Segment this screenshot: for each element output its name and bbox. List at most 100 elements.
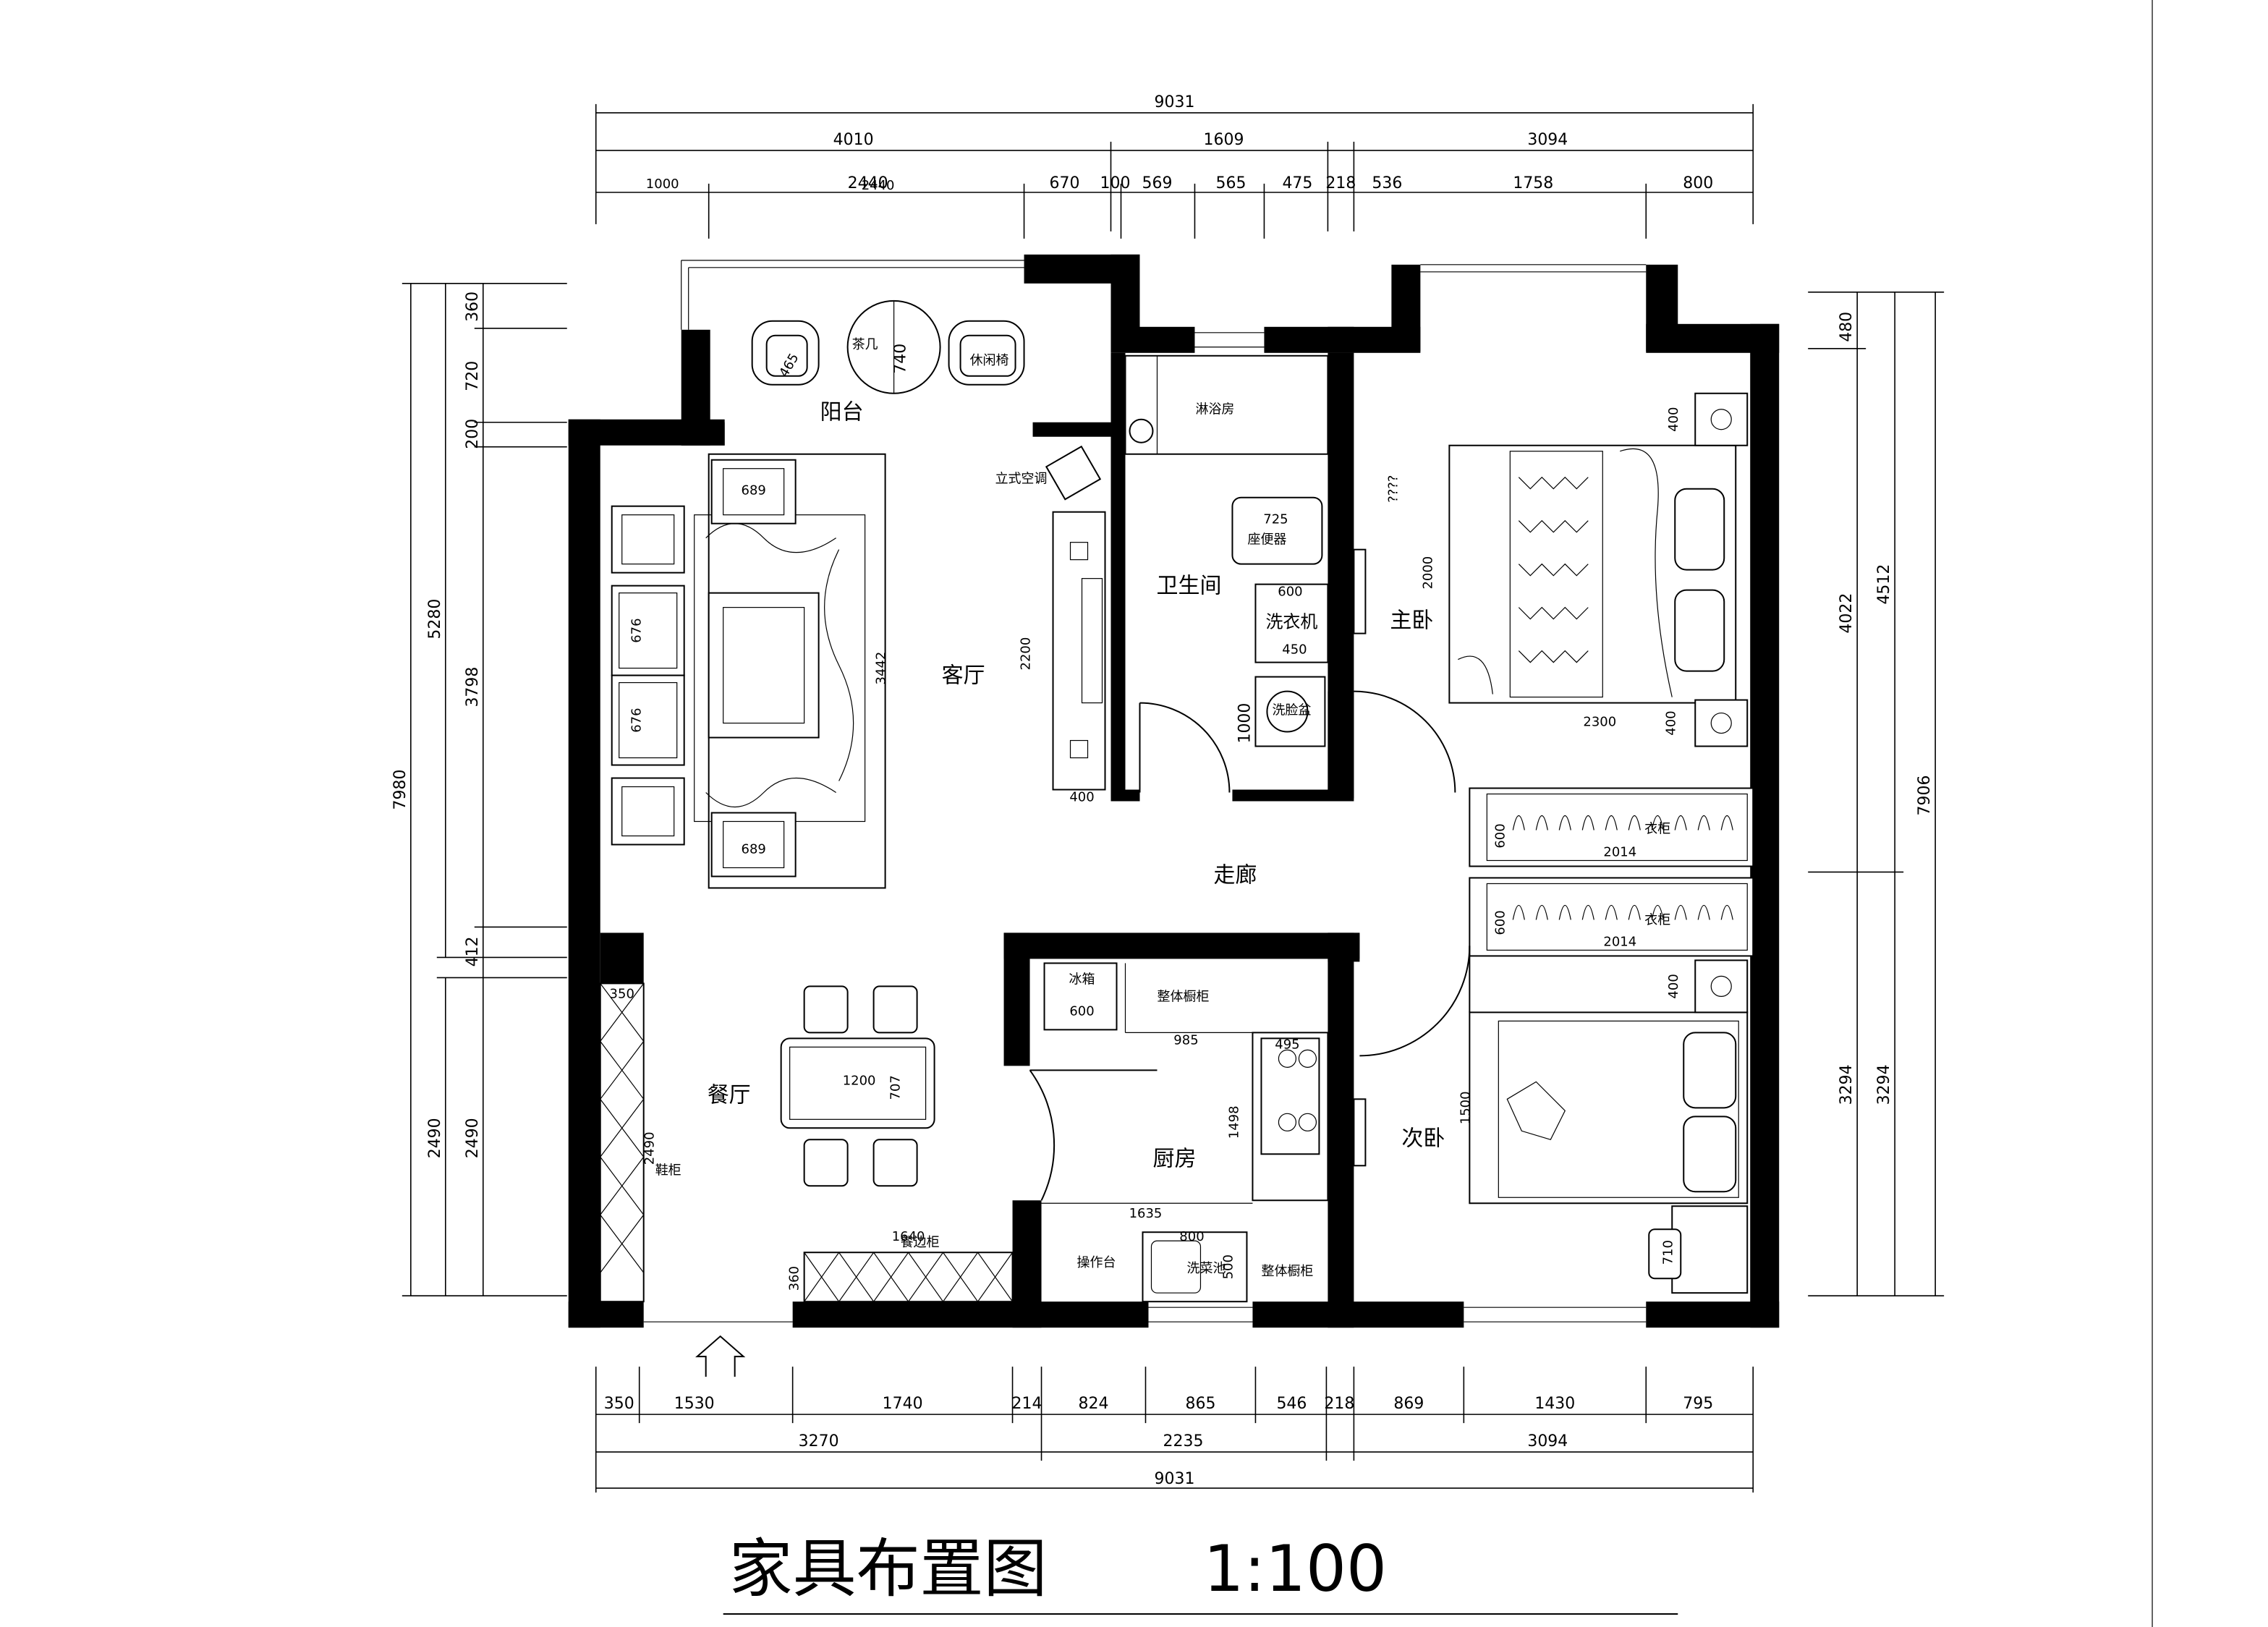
top-dim-218: 218 — [1325, 174, 1356, 192]
top-dim-475: 475 — [1282, 174, 1312, 192]
top-dim-100: 100 — [1100, 174, 1131, 192]
left-dim-360: 360 — [464, 292, 482, 322]
room-kitchen: 厨房 — [1153, 1146, 1197, 1171]
kitchen-1498-dim: 1498 — [1226, 1105, 1241, 1139]
room-dining: 餐厅 — [708, 1082, 751, 1108]
bottom-dim-2235: 2235 — [1163, 1432, 1204, 1450]
tea-table-label: 茶几 — [852, 337, 878, 352]
left-dim-3798: 3798 — [464, 667, 482, 708]
wardrobe2-len-dim: 2014 — [1603, 934, 1636, 949]
bottom-dimensions: 350 1530 1740 214 824 865 546 218 869 14… — [595, 1367, 1754, 1493]
top-dim-569: 569 — [1142, 174, 1173, 192]
tv-wall-dim: 2200 — [1019, 637, 1034, 671]
bottom-dim-824: 824 — [1079, 1395, 1109, 1413]
right-dim-480: 480 — [1838, 312, 1856, 342]
cabinet-top-label: 整体橱柜 — [1157, 989, 1209, 1004]
wardrobes: 600 衣柜 2014 600 衣柜 2014 — [1469, 787, 1754, 957]
washer-d-dim: 450 — [1282, 642, 1307, 658]
wardrobe1-len-dim: 2014 — [1603, 844, 1636, 859]
bathroom-fixtures: 淋浴房 725 座便器 600 洗衣机 450 洗脸盆 1000 — [1124, 354, 1329, 793]
bottom-dim-869: 869 — [1393, 1395, 1424, 1413]
left-dim-412: 412 — [464, 936, 482, 967]
right-total-dim: 7906 — [1916, 776, 1934, 816]
bottom-dim-3094: 3094 — [1527, 1432, 1568, 1450]
bottom-dim-214: 214 — [1012, 1395, 1042, 1413]
tea-table-dim: 740 — [892, 344, 910, 374]
basin-dim: 1000 — [1236, 703, 1254, 744]
top-dim-2440a: 2440 — [848, 174, 888, 192]
worktop-label: 操作台 — [1077, 1255, 1116, 1270]
top-dim-565: 565 — [1215, 174, 1246, 192]
master-bedroom-furniture: 400 400 2000 2300 ???? — [1353, 392, 1749, 793]
wardrobe1-depth-dim: 600 — [1492, 823, 1508, 848]
kitchen-fixtures: 冰箱 600 整体橱柜 985 495 1498 1635 800 洗菜池 50… — [1029, 962, 1329, 1303]
bottom-dim-218: 218 — [1324, 1395, 1354, 1413]
top-dim-800: 800 — [1683, 174, 1713, 192]
master-bed-w-dim: 2300 — [1583, 715, 1616, 730]
room-living: 客厅 — [942, 663, 985, 689]
second-bedroom-furniture: 400 1500 710 — [1353, 946, 1749, 1294]
master-unknown-label: ???? — [1385, 475, 1401, 503]
kitchen-985-dim: 985 — [1173, 1032, 1198, 1048]
side-cabinet-label: 餐边柜 — [901, 1235, 940, 1250]
dining-table-w-dim: 707 — [888, 1075, 904, 1100]
sofa-side1-dim: 676 — [629, 618, 645, 642]
left-dim-2490-outer: 2490 — [426, 1118, 444, 1158]
top-dim-2440b: 2440 — [862, 178, 895, 193]
sink-500-dim: 500 — [1220, 1254, 1236, 1279]
master-nightstand2-dim: 400 — [1663, 710, 1678, 735]
top-total-dim: 9031 — [1155, 93, 1195, 111]
living-room-furniture: 689 689 676 676 3442 立式空调 2200 400 — [611, 445, 1106, 889]
fridge-dim: 600 — [1069, 1003, 1094, 1019]
fridge-label: 冰箱 — [1069, 972, 1095, 987]
floor-ac-label: 立式空调 — [995, 472, 1048, 487]
left-dim-720: 720 — [464, 361, 482, 391]
right-dimensions: 480 4022 3294 4512 3294 7906 — [1808, 292, 1945, 1297]
second-nightstand-dim: 400 — [1666, 974, 1681, 998]
master-nightstand1-dim: 400 — [1666, 407, 1681, 432]
drawing-title: 家具布置图 — [729, 1532, 1048, 1606]
desk-dim: 710 — [1660, 1240, 1675, 1265]
room-labels: 阳台 客厅 卫生间 主卧 走廊 餐厅 厨房 次卧 — [708, 400, 1445, 1172]
sink-label: 洗菜池 — [1186, 1261, 1226, 1276]
tv-gap-dim: 400 — [1069, 790, 1094, 805]
left-dim-2490-inner: 2490 — [464, 1118, 482, 1158]
second-bed-len-dim: 1500 — [1458, 1091, 1473, 1124]
right-dim-4512: 4512 — [1875, 564, 1893, 605]
bottom-dim-1530: 1530 — [674, 1395, 715, 1413]
room-corridor: 走廊 — [1213, 862, 1257, 888]
top-dim-536: 536 — [1372, 174, 1402, 192]
bottom-dim-795: 795 — [1683, 1395, 1713, 1413]
sofa-side2-dim: 676 — [629, 708, 645, 732]
dining-furniture: 350 2490 鞋柜 1200 707 1640 餐边柜 360 — [599, 982, 1014, 1303]
wardrobe2-label: 衣柜 — [1644, 912, 1670, 927]
right-dim-3294-inner: 3294 — [1838, 1064, 1856, 1105]
top-dim-1609: 1609 — [1203, 131, 1244, 149]
rug-dim: 3442 — [874, 652, 889, 685]
basin-label: 洗脸盆 — [1272, 703, 1311, 718]
room-bathroom: 卫生间 — [1157, 574, 1222, 599]
left-dimensions: 7980 5280 2490 360 720 200 3798 412 2490 — [391, 283, 567, 1297]
balcony-furniture: 465 茶几 740 休闲椅 — [751, 300, 1025, 394]
dining-table-len-dim: 1200 — [843, 1073, 876, 1088]
washer-label: 洗衣机 — [1265, 612, 1317, 632]
top-dim-1758: 1758 — [1513, 174, 1553, 192]
top-dim-670: 670 — [1050, 174, 1080, 192]
room-master: 主卧 — [1390, 608, 1433, 634]
left-dim-200: 200 — [464, 419, 482, 449]
left-dim-5280: 5280 — [426, 599, 444, 640]
windows — [643, 260, 1647, 1322]
left-total-dim: 7980 — [391, 770, 409, 810]
toilet-label: 座便器 — [1247, 532, 1286, 548]
master-bed-len-dim: 2000 — [1420, 556, 1435, 590]
bottom-dim-350: 350 — [604, 1395, 634, 1413]
shoe-cabinet-label: 鞋柜 — [655, 1163, 681, 1178]
shoe-cabinet-len-dim: 2490 — [642, 1131, 658, 1165]
top-dim-1000: 1000 — [646, 177, 679, 192]
stove-dim: 495 — [1275, 1037, 1299, 1052]
bottom-total-dim: 9031 — [1155, 1470, 1195, 1488]
top-dim-4010: 4010 — [833, 131, 874, 149]
top-dimensions: 9031 4010 1609 3094 1000 2440 2440 670 1… — [595, 93, 1754, 239]
walls — [568, 254, 1780, 1328]
